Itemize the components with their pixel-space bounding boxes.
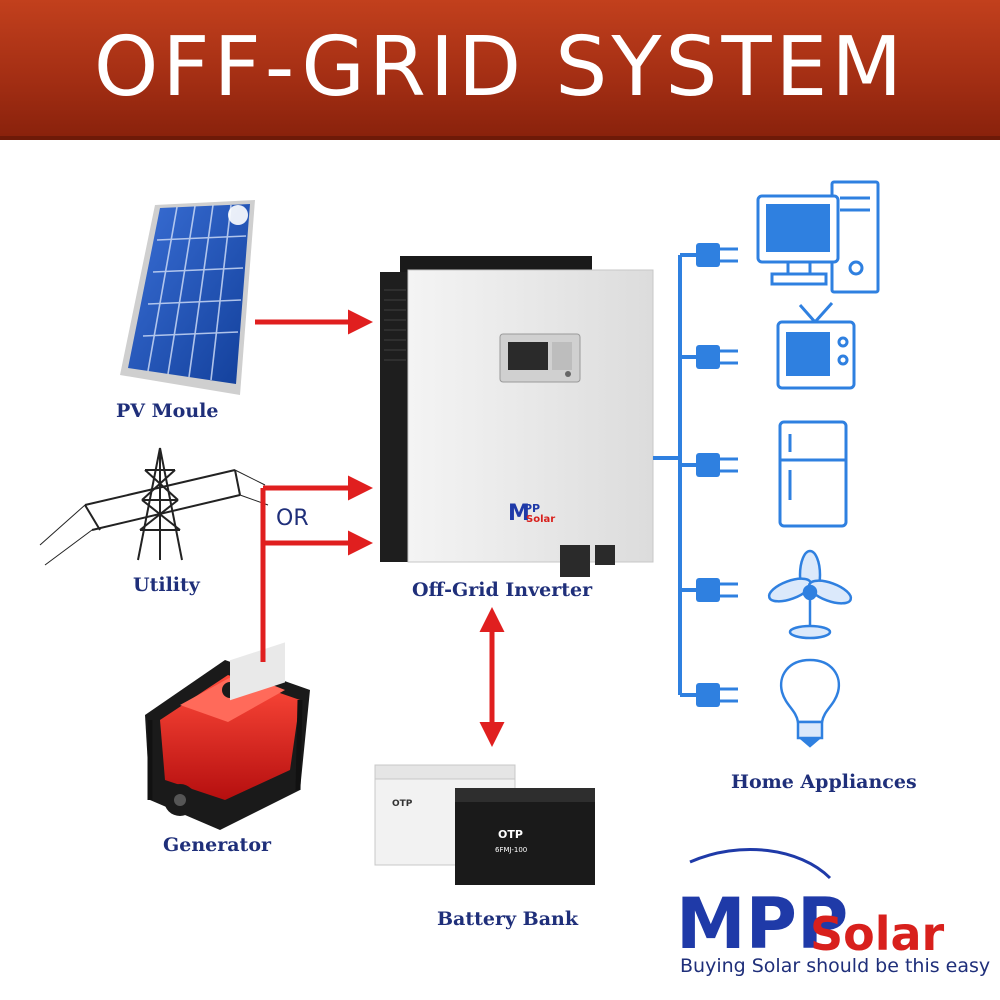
plug-icon (680, 345, 738, 369)
plug-icon (680, 683, 738, 707)
pv-module-label: PV Moule (116, 400, 219, 422)
inverter-logo-solar: Solar (526, 514, 555, 525)
battery-bank-label: Battery Bank (437, 908, 579, 930)
utility-generator-input-lines (260, 475, 373, 662)
appliance-distribution-bus (653, 255, 682, 695)
battery-bank-icon: OTP OTP 6FMJ-100 (374, 764, 595, 885)
inverter-logo-pp: PP (524, 502, 540, 515)
plug-icon (680, 578, 738, 602)
desktop-computer-icon (756, 180, 880, 294)
television-icon (776, 301, 856, 390)
solar-panel-icon (120, 200, 255, 395)
inverter-icon: M PP Solar (380, 256, 654, 577)
utility-label: Utility (133, 574, 200, 596)
battery-front-model: 6FMJ-100 (495, 846, 527, 854)
fan-icon (767, 549, 853, 640)
logo-tagline: Buying Solar should be this easy (680, 955, 991, 977)
light-bulb-icon (779, 658, 841, 748)
generator-icon (145, 642, 310, 830)
inverter-logo-m: M (508, 501, 530, 526)
logo-word: Solar (810, 907, 945, 961)
mpp-solar-logo: MPP Solar (676, 847, 945, 965)
refrigerator-icon (778, 420, 848, 528)
power-pylon-icon (39, 447, 269, 566)
home-appliances-label: Home Appliances (731, 771, 917, 793)
generator-label: Generator (163, 834, 271, 856)
plug-icon (680, 453, 738, 477)
inverter-label: Off-Grid Inverter (412, 579, 593, 601)
plug-icon (680, 243, 738, 267)
title-banner: OFF-GRID SYSTEM (0, 0, 1000, 140)
or-label: OR (276, 506, 309, 531)
battery-front-brand: OTP (498, 828, 523, 841)
battery-back-brand: OTP (392, 799, 413, 809)
page-title: OFF-GRID SYSTEM (93, 20, 907, 115)
logo-mark: MPP (676, 883, 848, 965)
